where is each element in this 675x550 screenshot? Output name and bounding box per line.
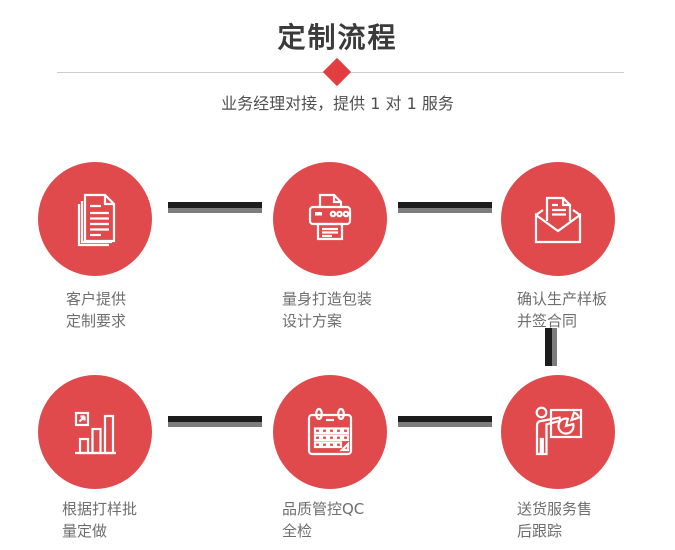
connector-step2-step3 bbox=[398, 202, 492, 213]
step5-caption-line2: 全检 bbox=[282, 522, 313, 540]
presentation-icon bbox=[535, 406, 583, 456]
step4-caption: 根据打样批 量定做 bbox=[62, 498, 137, 542]
connector-step5-step6 bbox=[398, 416, 492, 427]
step4-caption-line2: 量定做 bbox=[62, 522, 108, 540]
envelope-icon bbox=[534, 196, 582, 244]
step3-caption-line1: 确认生产样板 bbox=[517, 290, 608, 308]
step4-circle bbox=[38, 375, 152, 489]
step1-caption-line1: 客户提供 bbox=[66, 290, 127, 308]
step5-caption: 品质管控QC 全检 bbox=[282, 498, 364, 542]
step5-circle bbox=[273, 375, 387, 489]
step1-caption-line2: 定制要求 bbox=[66, 312, 127, 330]
page-title: 定制流程 bbox=[277, 21, 398, 54]
step1-caption: 客户提供 定制要求 bbox=[66, 288, 126, 332]
documents-icon bbox=[77, 193, 116, 247]
step3-caption: 确认生产样板 并签合同 bbox=[517, 288, 607, 332]
connector-step1-step2 bbox=[168, 202, 262, 213]
step5-caption-line1: 品质管控QC bbox=[282, 500, 365, 518]
bar-chart-icon bbox=[74, 411, 116, 455]
printer-icon bbox=[308, 193, 352, 241]
step6-caption: 送货服务售 后跟踪 bbox=[517, 498, 592, 542]
step6-caption-line2: 后跟踪 bbox=[517, 522, 563, 540]
connector-step4-step5 bbox=[168, 416, 262, 427]
step1-circle bbox=[38, 162, 152, 276]
step2-caption: 量身打造包装 设计方案 bbox=[282, 288, 372, 332]
diamond-accent bbox=[322, 57, 352, 87]
step6-circle bbox=[501, 375, 615, 489]
step2-caption-line2: 设计方案 bbox=[282, 312, 343, 330]
calendar-icon bbox=[307, 407, 353, 456]
step2-circle bbox=[273, 162, 387, 276]
subtitle: 业务经理对接，提供 1 对 1 服务 bbox=[221, 94, 454, 113]
step3-circle bbox=[501, 162, 615, 276]
step3-caption-line2: 并签合同 bbox=[517, 312, 578, 330]
step4-caption-line1: 根据打样批 bbox=[62, 500, 138, 518]
step2-caption-line1: 量身打造包装 bbox=[282, 290, 373, 308]
step6-caption-line1: 送货服务售 bbox=[517, 500, 593, 518]
connector-step3-step6 bbox=[545, 328, 557, 366]
